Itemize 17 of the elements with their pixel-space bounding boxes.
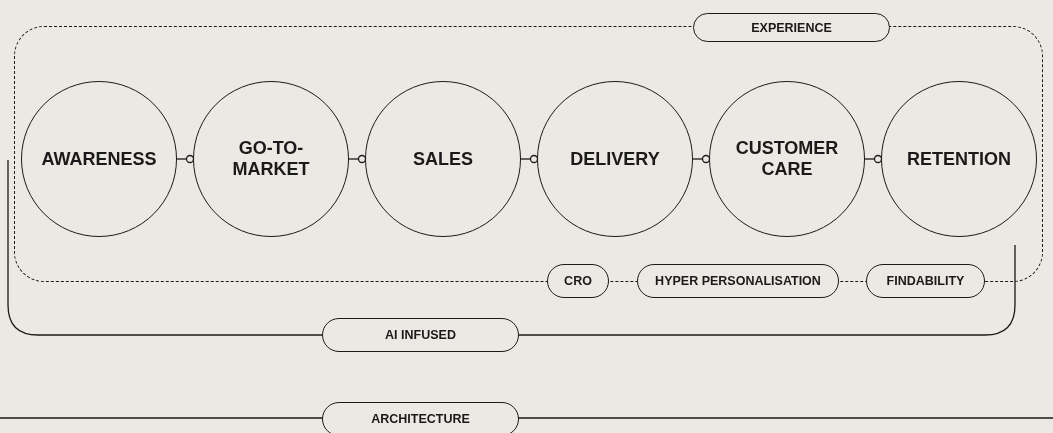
stage-circle: AWARENESS: [21, 81, 177, 237]
stage-circle: RETENTION: [881, 81, 1037, 237]
stage-circle: DELIVERY: [537, 81, 693, 237]
connector-line: [176, 154, 195, 164]
tag-pill: AI INFUSED: [322, 318, 519, 352]
connector-line: [692, 154, 711, 164]
tag-pill: ARCHITECTURE: [322, 402, 519, 433]
stage-circle: GO-TO-MARKET: [193, 81, 349, 237]
tag-pill: HYPER PERSONALISATION: [637, 264, 839, 298]
connector-line: [348, 154, 367, 164]
tag-pill: FINDABILITY: [866, 264, 985, 298]
tag-pill: CRO: [547, 264, 609, 298]
stage-circle: SALES: [365, 81, 521, 237]
connector-line: [520, 154, 539, 164]
stage-circle: CUSTOMER CARE: [709, 81, 865, 237]
frame-title-pill: EXPERIENCE: [693, 13, 890, 42]
connector-line: [864, 154, 883, 164]
